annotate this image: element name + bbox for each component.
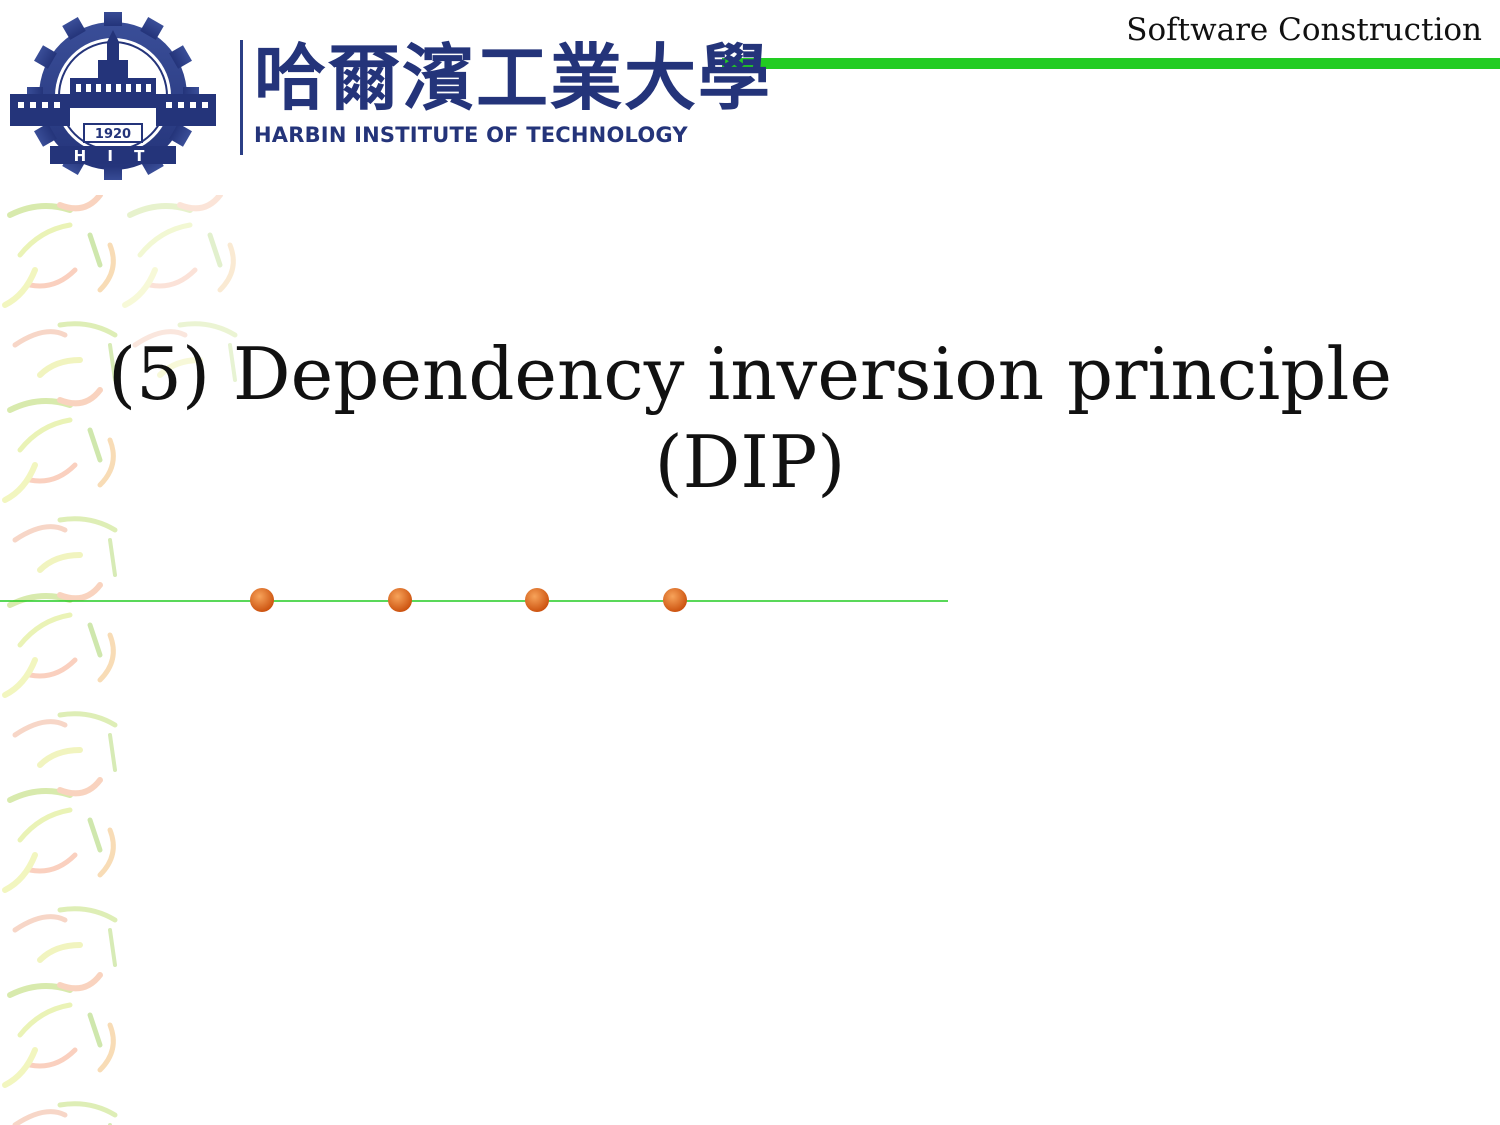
seal-letters: H I T xyxy=(74,147,153,165)
decorative-dot xyxy=(663,588,687,612)
decorative-dot-line xyxy=(0,588,948,612)
decorative-dot xyxy=(388,588,412,612)
slide-title-line-1: (5) Dependency inversion principle xyxy=(108,332,1392,416)
seal-year: 1920 xyxy=(95,127,131,142)
slide-title: (5) Dependency inversion principle (DIP) xyxy=(100,330,1400,506)
hit-seal-logo: 1920 H I T xyxy=(10,12,216,180)
university-name-chinese: 哈爾濱工業大學 xyxy=(254,35,773,120)
header-rule xyxy=(722,58,1500,69)
decorative-dot xyxy=(250,588,274,612)
university-name-english: HARBIN INSTITUTE OF TECHNOLOGY xyxy=(254,123,688,147)
logo-divider xyxy=(240,40,243,155)
decorative-dot xyxy=(525,588,549,612)
slide-title-line-2: (DIP) xyxy=(654,420,846,504)
decorative-leaf-pattern xyxy=(2,195,270,1125)
course-name: Software Construction xyxy=(1126,12,1482,48)
